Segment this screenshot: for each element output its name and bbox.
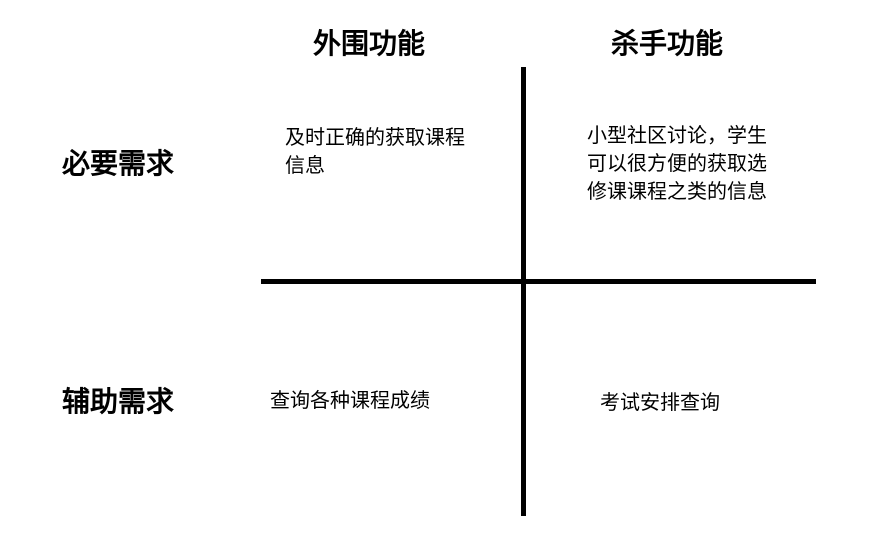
row-header-auxiliary-needs: 辅助需求 [62,385,175,418]
cell-auxiliary-outer: 查询各种课程成绩 [270,388,430,412]
cell-essential-outer: 及时正确的获取课程信息 [285,125,465,177]
cell-essential-killer: 小型社区讨论，学生可以很方便的获取选修课课程之类的信息 [587,123,767,203]
cell-auxiliary-killer: 考试安排查询 [600,390,720,414]
row-header-essential-needs: 必要需求 [62,147,175,180]
horizontal-axis-line [261,279,816,284]
column-header-outer-features: 外围功能 [313,27,426,60]
column-header-killer-features: 杀手功能 [611,27,724,60]
vertical-axis-line [521,67,526,516]
